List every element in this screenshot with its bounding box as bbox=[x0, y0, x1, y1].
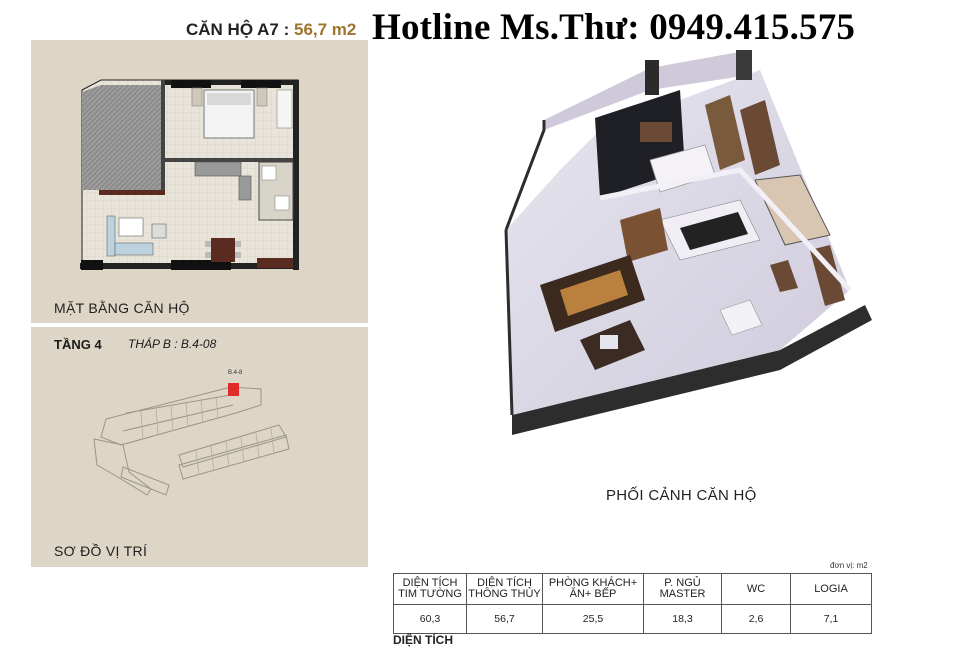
unit-highlight bbox=[228, 383, 239, 396]
site-plan-panel: TẦNG 4 THÁP B : B.4-08 B.4-8 SƠ ĐỒ VỊ TR… bbox=[31, 327, 368, 567]
value-cell: 2,6 bbox=[721, 604, 791, 634]
value-cell: 18,3 bbox=[643, 604, 722, 634]
site-plan-caption: SƠ ĐỒ VỊ TRÍ bbox=[54, 543, 148, 559]
apartment-area: 56,7 m2 bbox=[294, 20, 357, 39]
site-plan-drawing bbox=[93, 383, 290, 496]
apartment-3d-render bbox=[500, 50, 872, 435]
floor-plan-panel: MẶT BẰNG CĂN HỘ bbox=[31, 40, 368, 323]
table-footer-label: DIỆN TÍCH bbox=[393, 633, 453, 647]
header-cell: WC bbox=[721, 573, 791, 605]
apartment-title: CĂN HỘ A7 : 56,7 m2 bbox=[186, 20, 356, 40]
floor-plan-caption: MẶT BẰNG CĂN HỘ bbox=[54, 300, 190, 316]
tower-label: THÁP B : B.4-08 bbox=[128, 337, 217, 351]
apartment-label: CĂN HỘ A7 : bbox=[186, 20, 290, 39]
unit-marker-label: B.4-8 bbox=[228, 370, 243, 376]
render-caption: PHỐI CẢNH CĂN HỘ bbox=[606, 487, 757, 504]
unit-note: đơn vị: m2 bbox=[830, 561, 868, 570]
header-cell: PHÒNG KHÁCH+ĂN+ BẾP bbox=[542, 573, 644, 605]
table-row: 60,3 56,7 25,5 18,3 2,6 7,1 bbox=[393, 604, 872, 634]
render-image bbox=[504, 50, 872, 435]
value-cell: 25,5 bbox=[542, 604, 644, 634]
floor-label: TẦNG 4 bbox=[54, 337, 102, 352]
value-cell: 60,3 bbox=[393, 604, 467, 634]
floor-plan-drawing bbox=[80, 79, 299, 270]
header-cell: LOGIA bbox=[790, 573, 872, 605]
value-cell: 7,1 bbox=[790, 604, 872, 634]
hotline-banner: Hotline Ms.Thư: 0949.415.575 bbox=[372, 7, 856, 48]
value-cell: 56,7 bbox=[466, 604, 543, 634]
